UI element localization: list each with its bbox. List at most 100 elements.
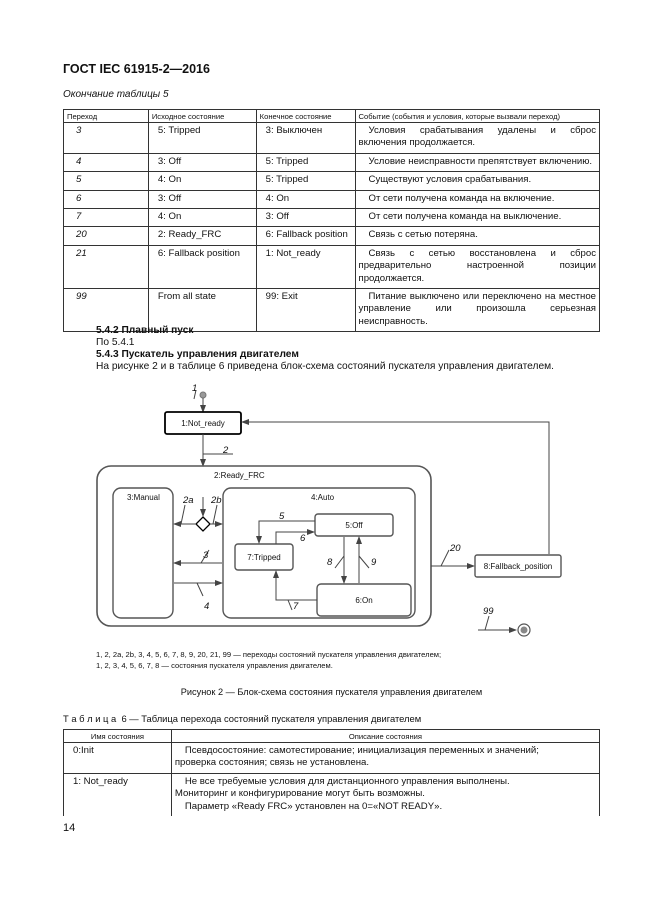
state-off-box [314, 513, 394, 537]
state-ready-frc-label: 2:Ready_FRC [214, 471, 265, 480]
transition-5-line [256, 520, 315, 544]
figure-caption: Рисунок 2 — Блок-схема состояния пускате… [180, 687, 483, 697]
table6-col-description: Описание состояния [170, 729, 601, 743]
initial-state-dot [199, 391, 207, 399]
cell-state-description: Псевдосостояние: самотестирование; иници… [170, 742, 601, 774]
transition-99-label: 99 [483, 606, 494, 617]
section-5-4-3-text: На рисунке 2 и в таблице 6 приведена бло… [96, 361, 554, 372]
transition-2b-label: 2b [210, 495, 222, 506]
transition-2a-tick [180, 504, 186, 525]
transition-2b-tick [212, 504, 218, 525]
state-fallback-label: 8:Fallback_position [484, 562, 552, 571]
document-header: ГОСТ IEC 61915-2—2016 [63, 62, 210, 76]
transition-3-tick [200, 549, 210, 564]
state-tripped-label: 7:Tripped [247, 553, 281, 562]
section-5-4-3-title: 5.4.3 Пускатель управления двигателем [96, 349, 299, 360]
cell-from: From all state [147, 288, 257, 333]
table-row: 3 5: Tripped 3: Выключен Условия срабаты… [63, 122, 601, 154]
cell-event: Питание выключено или переключено на мес… [354, 288, 601, 333]
table5-col-to: Конечное состояние [255, 109, 356, 123]
section-5-4-2-text: По 5.4.1 [96, 337, 135, 348]
transition-4-tick [196, 582, 204, 597]
table-row: 6 3: Off 4: On От сети получена команда … [63, 190, 601, 210]
description-line: Мониторинг и конфигурирование могут быть… [174, 788, 425, 800]
cell-from: 2: Ready_FRC [147, 226, 257, 246]
state-fallback-box [474, 554, 562, 578]
transition-99-tick [484, 615, 490, 631]
cell-state-description: Не все требуемые условия для дистанционн… [170, 773, 601, 817]
table-row: 7 4: On 3: Off От сети получена команда … [63, 208, 601, 228]
state-not-ready-label: 1:Not_ready [181, 419, 225, 428]
state-on-label: 6:On [355, 596, 372, 605]
transition-2-label: 2 [222, 445, 229, 456]
cell-event: Существуют условия срабатывания. [354, 171, 601, 191]
state-manual-box [112, 487, 174, 619]
cell-from: 3: Off [147, 153, 257, 173]
cell-state-name: 0:Init [63, 742, 172, 774]
table-row: 5 4: On 5: Tripped Существуют условия ср… [63, 171, 601, 191]
transition-9-label: 9 [371, 557, 377, 568]
cell-to: 6: Fallback position [255, 226, 356, 246]
page-number: 14 [63, 822, 76, 834]
transition-3-label: 3 [203, 550, 209, 561]
transition-2a-label: 2a [182, 495, 194, 506]
transition-4-label: 4 [204, 601, 209, 612]
table6-header-row: Имя состояния Описание состояния [63, 729, 601, 743]
table-row: 20 2: Ready_FRC 6: Fallback position Свя… [63, 226, 601, 246]
description-line: Псевдосостояние: самотестирование; иници… [184, 745, 539, 756]
transition-21-line [241, 419, 550, 554]
transition-7-line [273, 570, 317, 601]
table-row: 99 From all state 99: Exit Питание выклю… [63, 288, 601, 333]
transition-8-tick [334, 555, 345, 569]
figure-note-states: 1, 2, 3, 4, 5, 6, 7, 8 — состояния пуска… [96, 661, 333, 670]
cell-to: 3: Выключен [255, 122, 356, 154]
decision-diamond [195, 516, 211, 532]
description-line: Параметр «Ready FRC» установлен на 0=«NO… [184, 800, 443, 812]
cell-from: 3: Off [147, 190, 257, 210]
state-ready-frc-box [96, 465, 432, 627]
cell-transition: 5 [63, 171, 149, 191]
table-row: 4 3: Off 5: Tripped Условие неисправност… [63, 153, 601, 173]
transition-7-tick [287, 599, 293, 611]
cell-to: 4: On [255, 190, 356, 210]
transition-6-label: 6 [300, 533, 306, 544]
transition-7-label: 7 [293, 601, 299, 612]
transition-20-tick [440, 549, 450, 567]
cell-event: От сети получена команда на включение. [354, 190, 601, 210]
table-row: 1: Not_ready Не все требуемые условия дл… [63, 773, 601, 817]
description-line: проверка состояния; связь не установлена… [174, 757, 370, 769]
table-row: 0:Init Псевдосостояние: самотестирование… [63, 742, 601, 774]
cell-transition: 4 [63, 153, 149, 173]
cell-event: Связь с сетью потеряна. [354, 226, 601, 246]
cell-to: 5: Tripped [255, 153, 356, 173]
table5-col-from: Исходное состояние [147, 109, 257, 123]
transition-5-label: 5 [279, 511, 285, 522]
cell-transition: 7 [63, 208, 149, 228]
cell-event: Условия срабатывания удалены и сброс вкл… [354, 122, 601, 154]
cell-to: 99: Exit [255, 288, 356, 333]
cell-transition: 21 [63, 245, 149, 290]
table5-col-event: Событие (события и условия, которые вызв… [354, 109, 601, 123]
cell-transition: 20 [63, 226, 149, 246]
final-state-dot [520, 626, 528, 634]
description-line: Не все требуемые условия для дистанционн… [184, 775, 510, 787]
figure-note-transitions: 1, 2, 2a, 2b, 3, 4, 5, 6, 7, 8, 9, 20, 2… [96, 650, 442, 659]
cell-event: От сети получена команда на выключение. [354, 208, 601, 228]
transition-9-tick [358, 555, 370, 569]
cell-transition: 99 [63, 288, 149, 333]
cell-from: 6: Fallback position [147, 245, 257, 290]
transition-1-label: 1 [192, 383, 197, 394]
cell-from: 4: On [147, 171, 257, 191]
state-auto-label: 4:Auto [311, 493, 335, 502]
cell-to: 3: Off [255, 208, 356, 228]
table-row: 21 6: Fallback position 1: Not_ready Свя… [63, 245, 601, 290]
cell-to: 1: Not_ready [255, 245, 356, 290]
cell-event: Связь с сетью восстановлена и сброс пред… [354, 245, 601, 290]
table5-caption: Окончание таблицы 5 [63, 89, 169, 100]
cell-transition: 6 [63, 190, 149, 210]
transition-6-line [275, 529, 315, 544]
table6-col-name: Имя состояния [63, 729, 172, 743]
cell-from: 4: On [147, 208, 257, 228]
cell-from: 5: Tripped [147, 122, 257, 154]
cell-state-name: 1: Not_ready [63, 773, 172, 817]
